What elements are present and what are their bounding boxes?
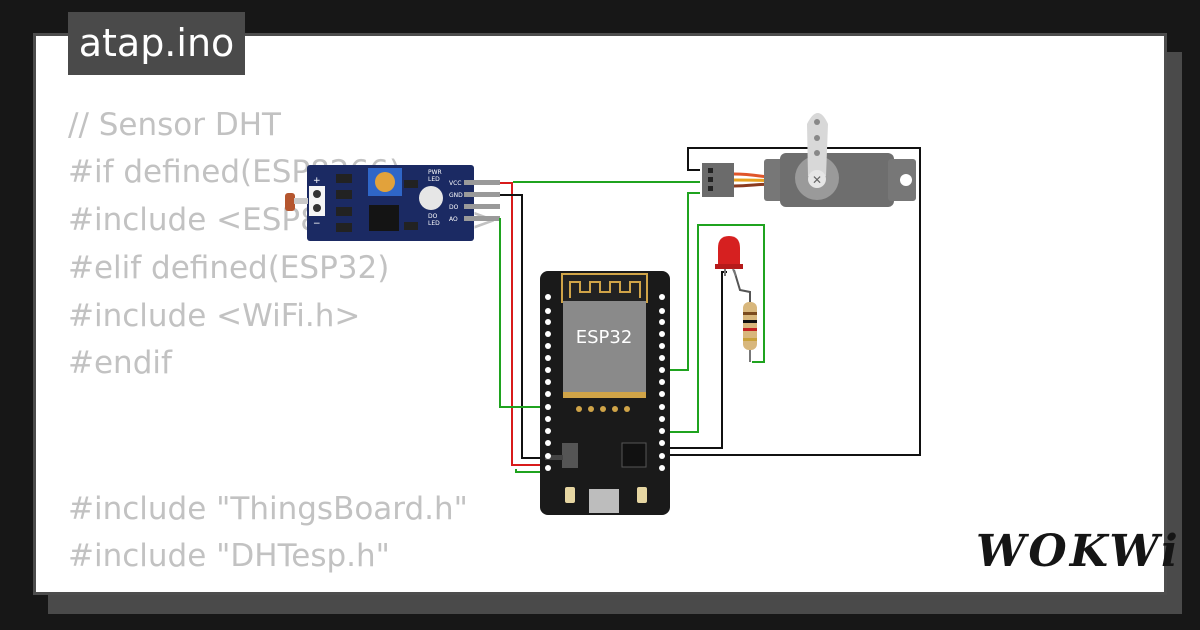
svg-text:GND: GND xyxy=(449,192,463,199)
esp32-chip-label: ESP32 xyxy=(576,327,633,348)
svg-text:+: + xyxy=(313,176,321,186)
servo-motor[interactable]: ✕ xyxy=(702,113,916,207)
svg-text:PWR: PWR xyxy=(428,169,442,176)
red-led[interactable] xyxy=(715,236,743,277)
file-title: atap.ino xyxy=(68,12,245,75)
svg-text:DO: DO xyxy=(449,204,459,211)
svg-text:AO: AO xyxy=(449,216,458,223)
esp32-board[interactable]: ESP32 xyxy=(540,271,670,515)
svg-text:LED: LED xyxy=(428,176,440,183)
code-line: #include <WiFi.h> xyxy=(68,298,361,334)
svg-text:DO: DO xyxy=(428,213,438,220)
svg-text:✕: ✕ xyxy=(812,173,822,187)
servo-horn-icon xyxy=(808,170,826,188)
photoresistor-icon xyxy=(285,193,295,211)
usb-port-icon xyxy=(589,489,619,513)
wires xyxy=(499,147,921,473)
code-line: // Sensor DHT xyxy=(68,107,281,143)
en-button-icon xyxy=(565,487,575,503)
resistor[interactable] xyxy=(743,302,757,362)
svg-text:VCC: VCC xyxy=(449,180,461,187)
code-line: #endif xyxy=(68,345,172,381)
wokwi-logo: WOKWi xyxy=(976,526,1181,577)
code-line: #elif defined(ESP32) xyxy=(68,250,390,286)
svg-text:−: − xyxy=(313,219,321,229)
boot-button-icon xyxy=(637,487,647,503)
svg-text:LED: LED xyxy=(428,220,440,227)
code-line: #include "DHTesp.h" xyxy=(68,538,390,574)
ldr-sensor-module[interactable]: + − PWR LED DO LED VCC GND DO AO xyxy=(285,165,500,241)
code-line: #include "ThingsBoard.h" xyxy=(68,491,468,527)
